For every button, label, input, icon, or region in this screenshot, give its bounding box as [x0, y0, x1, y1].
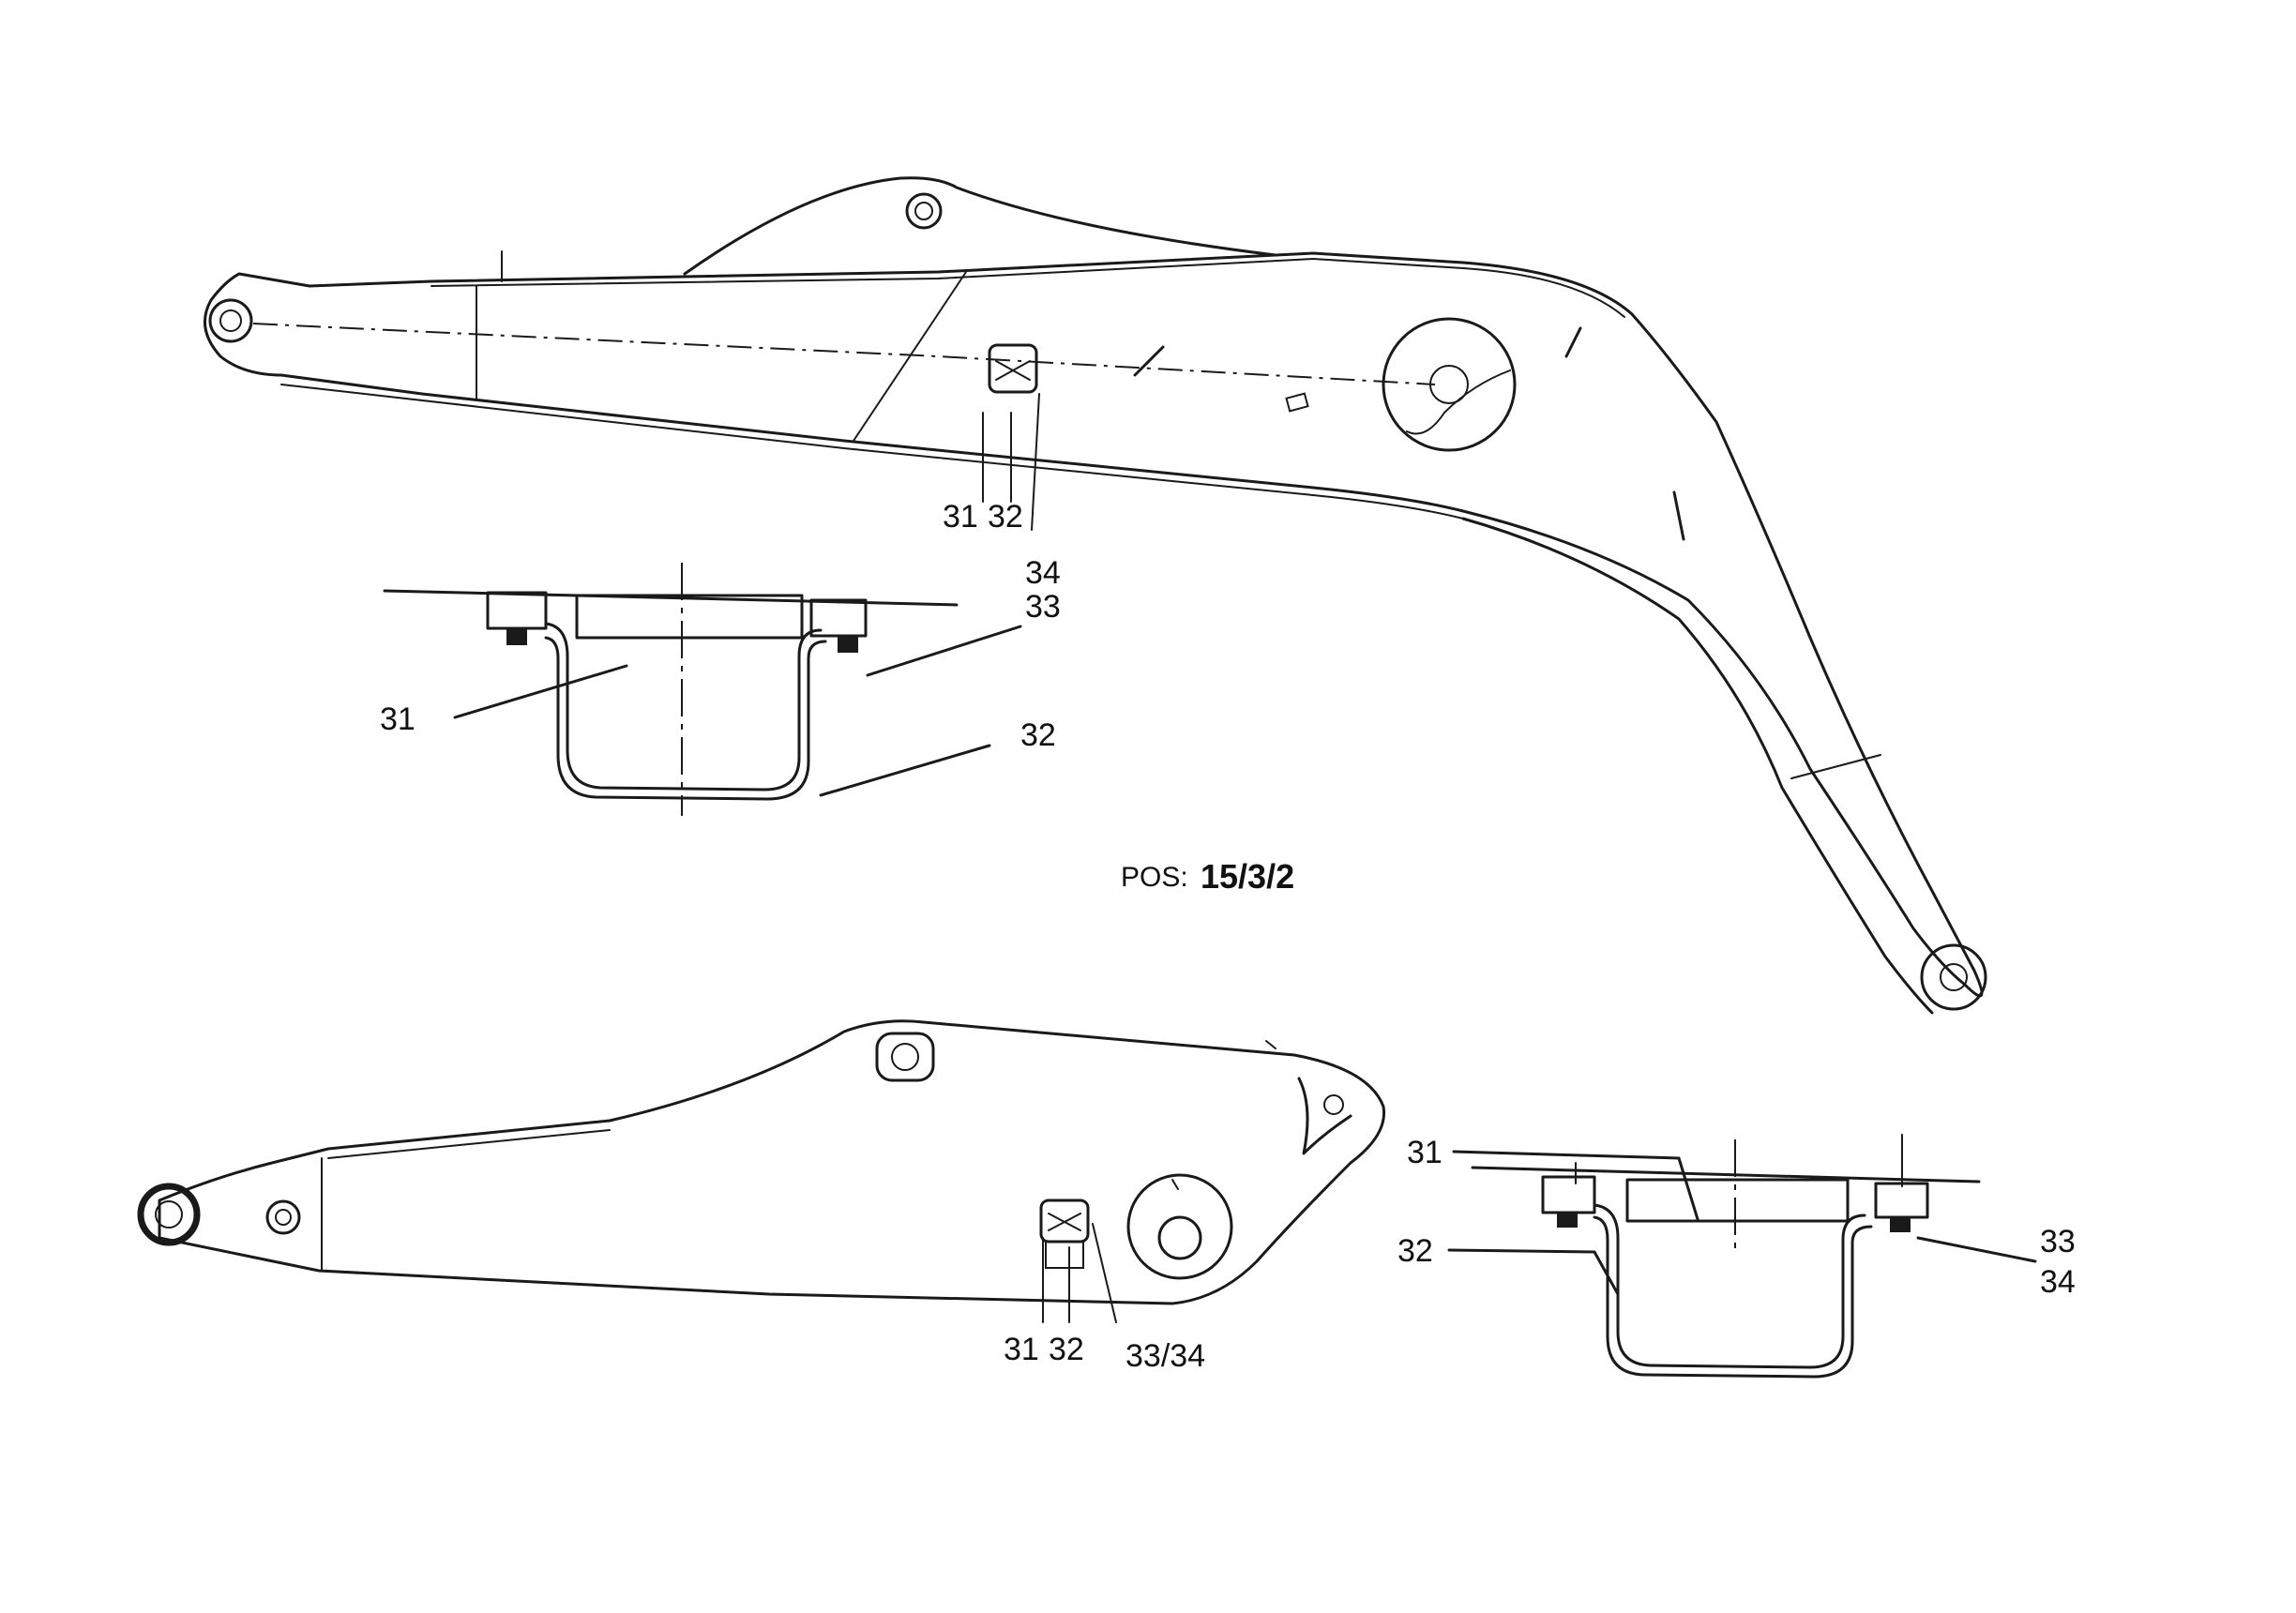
lower-detail-callout-31: 31 — [1407, 1135, 1443, 1170]
lower-callout-32: 32 — [1049, 1332, 1084, 1367]
upper-boom — [204, 176, 1987, 1015]
lower-bracket-detail — [1447, 1134, 2037, 1379]
upper-bracket-detail — [383, 563, 1022, 816]
lower-detail-callout-33: 33 — [2040, 1224, 2076, 1259]
lower-callout-31: 31 — [1004, 1332, 1039, 1367]
upper-detail-callout-31: 31 — [380, 701, 415, 737]
lower-callout-33-34: 33/34 — [1125, 1338, 1205, 1374]
position-label: POS: 15/3/2 — [1121, 857, 1294, 896]
upper-detail-callout-33: 33 — [1025, 589, 1061, 625]
lower-boom — [137, 1019, 1386, 1323]
lower-detail-callouts: 31 32 33 34 — [1397, 1135, 2076, 1300]
upper-callout-34: 34 — [1025, 555, 1061, 591]
upper-boom-callouts: 31 32 34 — [943, 499, 1061, 591]
lower-detail-callout-34: 34 — [2040, 1264, 2076, 1300]
upper-detail-callout-32: 32 — [1020, 717, 1056, 753]
lower-detail-callout-32: 32 — [1397, 1233, 1433, 1269]
upper-callout-31: 31 — [943, 499, 978, 535]
upper-detail-callouts: 33 31 32 — [380, 589, 1061, 753]
position-code: 15/3/2 — [1201, 857, 1294, 896]
upper-callout-32: 32 — [988, 499, 1023, 535]
position-prefix: POS: — [1121, 862, 1188, 893]
lower-boom-callouts: 31 32 33/34 — [1004, 1332, 1205, 1374]
